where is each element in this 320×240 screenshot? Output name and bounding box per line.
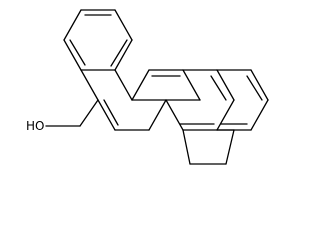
ring-e — [216, 69, 269, 131]
hydroxymethyl-group: HO — [26, 99, 99, 133]
bond — [79, 99, 99, 127]
bond — [148, 99, 167, 131]
bond — [250, 69, 269, 101]
bond — [182, 69, 201, 101]
bond — [216, 99, 235, 131]
bond — [63, 9, 82, 41]
bond — [97, 99, 116, 131]
bond — [225, 129, 235, 165]
benzo-ring-a — [63, 9, 133, 71]
ring-d — [165, 69, 235, 131]
bond — [80, 69, 99, 101]
bond — [114, 69, 133, 101]
ring-c — [131, 69, 201, 101]
bond — [165, 99, 184, 131]
cyclopenta-ring — [182, 129, 235, 165]
hydroxyl-label: HO — [26, 119, 44, 133]
bond — [216, 69, 235, 101]
bond — [63, 39, 82, 71]
double-bond-inner — [69, 39, 86, 66]
double-bond-inner — [110, 39, 128, 67]
double-bond-inner — [210, 75, 227, 101]
chemical-structure-diagram: HO — [26, 9, 269, 165]
bond — [114, 9, 133, 41]
bond — [250, 99, 269, 131]
ring-b — [80, 69, 167, 131]
bond — [114, 39, 133, 71]
double-bond-inner — [103, 99, 119, 126]
bond — [182, 129, 191, 165]
double-bond-inner — [246, 75, 263, 101]
bond — [131, 69, 150, 101]
